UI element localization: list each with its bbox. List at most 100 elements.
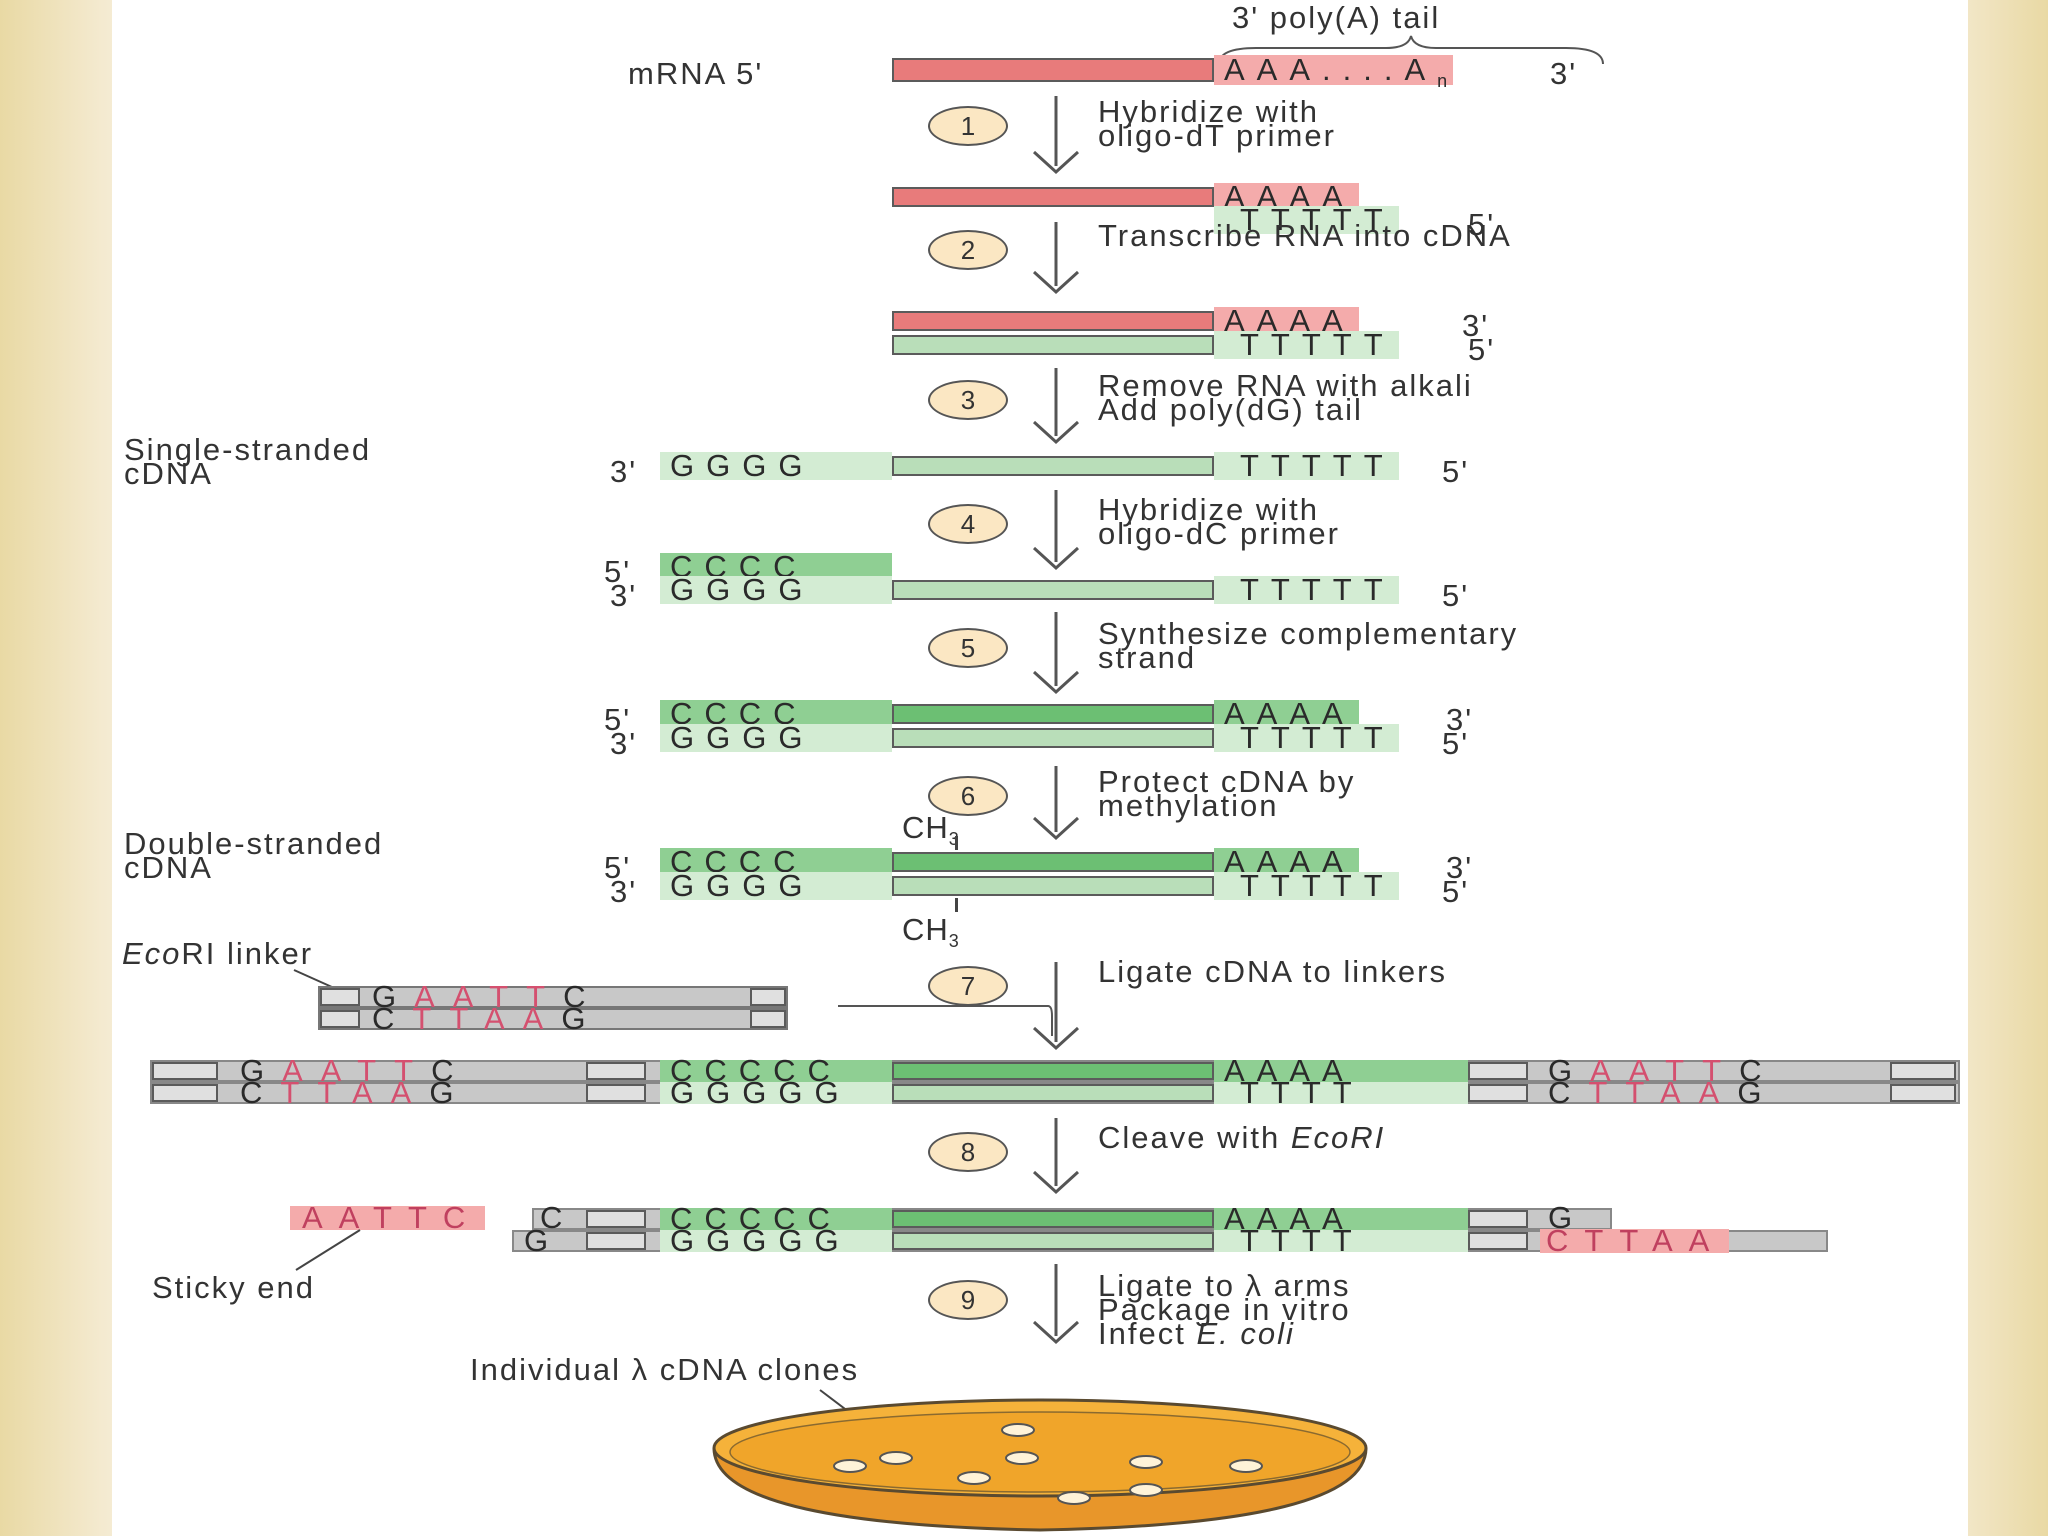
- step-3-marker: 3: [928, 380, 1008, 420]
- ds-3-end: 3': [610, 726, 638, 761]
- methyl-group-bottom: CH3: [902, 912, 960, 952]
- cdna-5-end: 5': [1468, 332, 1496, 367]
- mrna-3-end: 3': [1462, 308, 1490, 343]
- oligo-dc-primer: CCCCC: [660, 1055, 892, 1086]
- step-4-label-line2: oligo-dC primer: [1098, 516, 1340, 551]
- poly-a-complement: AAAA: [1214, 1203, 1468, 1234]
- linker-box: [750, 988, 786, 1006]
- linker-box: [586, 1210, 646, 1228]
- step-2-marker: 2: [928, 230, 1008, 270]
- mrna-3-end: 3': [1550, 56, 1578, 91]
- oligo-dt-primer: TTTT: [1214, 1077, 1468, 1108]
- sticky-end-overhang: AATTC: [290, 1202, 486, 1233]
- step-4-marker: 4: [928, 504, 1008, 544]
- single-stranded-label-line2: cDNA: [124, 456, 213, 491]
- linker-top-strand: [318, 986, 788, 1008]
- poly-a-sequence: AAAA: [1214, 305, 1359, 336]
- step-6-marker: 6: [928, 776, 1008, 816]
- sticky-end-pointer: [295, 1229, 361, 1271]
- oligo-dt-primer: TTTTT: [1214, 574, 1399, 605]
- linker-top-sequence: GAATTC: [372, 979, 604, 1014]
- ds-5-end: 5': [1442, 726, 1470, 761]
- oligo-dt-primer: TTTTT: [1214, 329, 1399, 360]
- dc-5-end: 5': [604, 554, 632, 589]
- complementary-strand: [892, 852, 1214, 872]
- step-7-arrow: [1032, 962, 1080, 1051]
- left-linker-bottom: CTTAAG: [240, 1075, 472, 1110]
- linker-bottom-sequence: CTTAAG: [372, 1001, 604, 1036]
- step-4-label-line1: Hybridize with: [1098, 492, 1319, 527]
- linker-box: [320, 1010, 360, 1028]
- colony: [1057, 1491, 1091, 1505]
- oligo-dt-primer: TTTTT: [1214, 204, 1399, 235]
- poly-dg-tail: GGGGG: [660, 1225, 892, 1256]
- step-6-label-line1: Protect cDNA by: [1098, 764, 1356, 799]
- mrna-strand: [892, 187, 1214, 207]
- right-g: G: [1548, 1200, 1585, 1235]
- ds-5-end: 5': [1442, 874, 1470, 909]
- linker-box: [152, 1062, 218, 1080]
- step-9-label-line2: Package in vitro: [1098, 1292, 1351, 1327]
- step-5-marker: 5: [928, 628, 1008, 668]
- step-9-label-line1: Ligate to λ arms: [1098, 1268, 1351, 1303]
- linker-box: [1468, 1210, 1528, 1228]
- step-1-label-line2: oligo-dT primer: [1098, 118, 1336, 153]
- step-1-arrow: [1032, 96, 1080, 175]
- sticky-end-label: Sticky end: [152, 1270, 316, 1305]
- ds-3-end: 3': [1446, 850, 1474, 885]
- oligo-dc-primer: CCCCC: [660, 1203, 892, 1234]
- methyl-bond: [955, 898, 958, 912]
- poly-a-complement: AAAA: [1214, 1055, 1468, 1086]
- step-6-arrow: [1032, 766, 1080, 841]
- cdna-strand: [892, 876, 1214, 896]
- step-9-arrow: [1032, 1264, 1080, 1345]
- ds-3-end: 3': [610, 874, 638, 909]
- step-5-arrow: [1032, 612, 1080, 695]
- cdna-strand: [892, 1232, 1214, 1250]
- linker-box: [586, 1232, 646, 1250]
- colony: [833, 1459, 867, 1473]
- left-linker-top: GAATTC: [240, 1053, 472, 1088]
- oligo-dc-primer: CCCC: [660, 698, 892, 729]
- cdna-strand: [892, 580, 1214, 600]
- step-1-label-line1: Hybridize with: [1098, 94, 1319, 129]
- poly-dg-tail: GGGG: [660, 450, 892, 481]
- cdna-strand: [892, 335, 1214, 355]
- ds-3-end: 3': [1446, 702, 1474, 737]
- linker-box: [1890, 1062, 1956, 1080]
- methyl-bond: [955, 836, 958, 850]
- oligo-dt-primer: TTTTT: [1214, 870, 1399, 901]
- linker-box: [152, 1084, 218, 1102]
- linker-connector: [838, 1005, 1053, 1036]
- step-2-label-line1: Transcribe RNA into cDNA: [1098, 218, 1512, 253]
- poly-a-complement: AAAA: [1214, 846, 1359, 877]
- single-stranded-label: Single-stranded: [124, 432, 372, 467]
- linker-box: [586, 1084, 646, 1102]
- colony: [1229, 1459, 1263, 1473]
- ds-5-end: 5': [604, 702, 632, 737]
- colony: [957, 1471, 991, 1485]
- colony: [1129, 1483, 1163, 1497]
- colony: [1129, 1455, 1163, 1469]
- step-5-label-line1: Synthesize complementary: [1098, 616, 1519, 651]
- figure-panel: [112, 0, 1968, 1536]
- linker-bottom-strand: [318, 1008, 788, 1030]
- step-1-marker: 1: [928, 106, 1008, 146]
- primer-5-end: 5': [1468, 207, 1496, 242]
- step-9-marker: 9: [928, 1280, 1008, 1320]
- poly-a-tail-label: 3' poly(A) tail: [1232, 0, 1441, 35]
- linker-box: [586, 1062, 646, 1080]
- step-7-label-line1: Ligate cDNA to linkers: [1098, 954, 1447, 989]
- complementary-strand: [892, 1062, 1214, 1080]
- poly-a-sequence: AAA....An: [1214, 54, 1454, 91]
- colony: [1001, 1423, 1035, 1437]
- oligo-dc-primer: CCCC: [660, 846, 892, 877]
- step-8-arrow: [1032, 1118, 1080, 1195]
- poly-dg-tail: GGGG: [660, 574, 892, 605]
- sticky-g: G: [524, 1223, 561, 1258]
- colony: [1005, 1451, 1039, 1465]
- cdna-strand: [892, 728, 1214, 748]
- linker-box: [1890, 1084, 1956, 1102]
- step-8-marker: 8: [928, 1132, 1008, 1172]
